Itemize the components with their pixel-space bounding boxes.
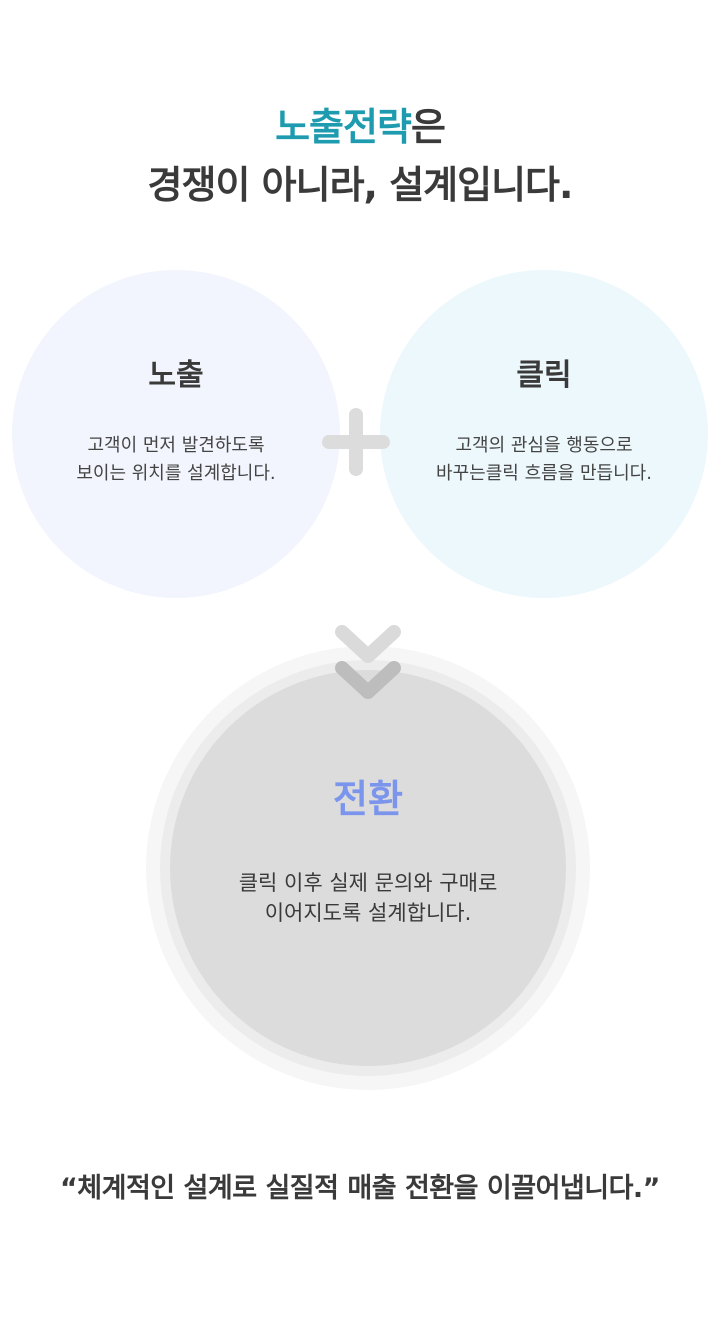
conversion-description: 클릭 이후 실제 문의와 구매로 이어지도록 설계합니다. bbox=[170, 868, 566, 928]
conversion-desc-line1: 클릭 이후 실제 문의와 구매로 bbox=[238, 871, 498, 895]
conversion-desc-line2: 이어지도록 설계합니다. bbox=[264, 901, 472, 925]
closing-quote: “체계적인 설계로 실질적 매출 전환을 이끌어냅니다.” bbox=[60, 1173, 660, 1204]
exposure-desc-line2: 보이는 위치를 설계합니다. bbox=[76, 463, 276, 484]
click-desc-line1: 고객의 관심을 행동으로 bbox=[455, 435, 633, 456]
headline-line1: 노출전략은 bbox=[0, 98, 720, 156]
plus-icon bbox=[322, 408, 390, 476]
exposure-description: 고객이 먼저 발견하도록 보이는 위치를 설계합니다. bbox=[12, 432, 340, 488]
headline-accent: 노출전략 bbox=[275, 105, 412, 149]
click-desc-line2: 바꾸는클릭 흐름을 만듭니다. bbox=[436, 463, 652, 484]
exposure-desc-line1: 고객이 먼저 발견하도록 bbox=[87, 435, 265, 456]
conversion-circle: 전환 클릭 이후 실제 문의와 구매로 이어지도록 설계합니다. bbox=[170, 670, 566, 1066]
click-circle: 클릭 고객의 관심을 행동으로 바꾸는클릭 흐름을 만듭니다. bbox=[380, 270, 708, 598]
exposure-circle: 노출 고객이 먼저 발견하도록 보이는 위치를 설계합니다. bbox=[12, 270, 340, 598]
click-description: 고객의 관심을 행동으로 바꾸는클릭 흐름을 만듭니다. bbox=[380, 432, 708, 488]
click-title: 클릭 bbox=[516, 358, 572, 393]
headline-line2: 경쟁이 아니라, 설계입니다. bbox=[147, 163, 574, 207]
exposure-title: 노출 bbox=[148, 358, 204, 393]
page-headline: 노출전략은 경쟁이 아니라, 설계입니다. bbox=[0, 98, 720, 214]
conversion-title: 전환 bbox=[333, 777, 403, 821]
headline-suffix: 은 bbox=[410, 105, 446, 149]
double-chevron-down-icon bbox=[335, 625, 401, 699]
